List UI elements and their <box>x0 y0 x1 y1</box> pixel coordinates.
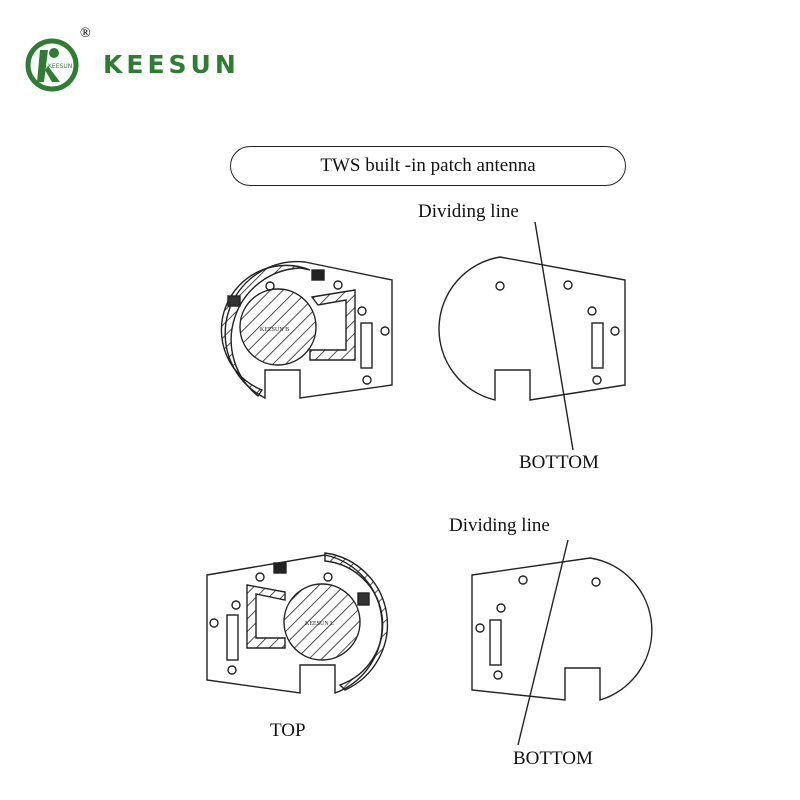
registered-mark: ® <box>80 26 91 41</box>
logo-inner-text: KEESUN <box>48 63 72 70</box>
board-lower-bottom-view <box>471 539 653 746</box>
keesun-logo-icon: KEESUN <box>25 38 79 92</box>
dividing-line-label-upper: Dividing line <box>418 201 519 222</box>
dividing-line-upper <box>534 221 574 451</box>
diagram-title: TWS built -in patch antenna <box>230 146 626 186</box>
brand-name: KEESUN <box>103 50 240 79</box>
board-upper-bottom-view <box>438 221 626 451</box>
board-upper-top-view <box>220 260 393 400</box>
dividing-line-lower <box>517 539 569 746</box>
chip-label-lower: KEESUN L <box>305 621 334 627</box>
dividing-line-label-lower: Dividing line <box>449 515 550 536</box>
bottom-label-upper: BOTTOM <box>519 452 599 473</box>
board-lower-top-view <box>206 552 389 695</box>
chip-label-upper: KEESUN B <box>260 327 289 333</box>
top-label: TOP <box>270 720 306 741</box>
bottom-label-lower: BOTTOM <box>513 748 593 769</box>
